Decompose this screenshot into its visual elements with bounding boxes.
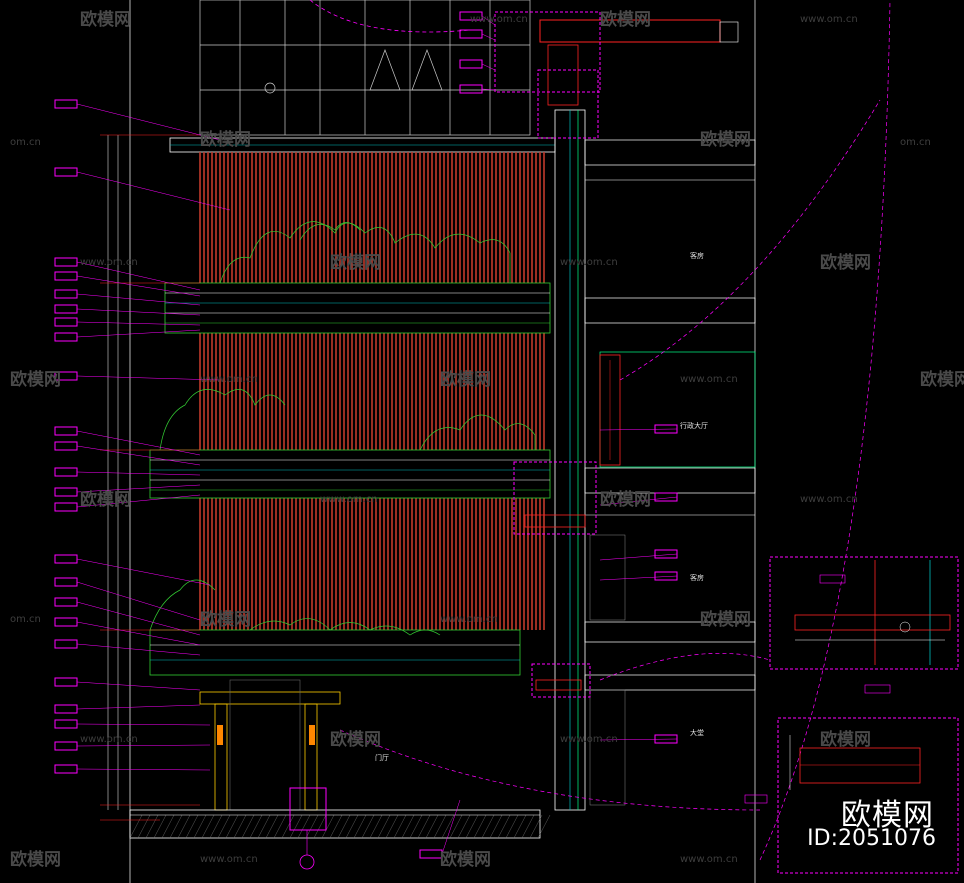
- svg-text:欧模网: 欧模网: [330, 252, 381, 273]
- svg-text:欧模网: 欧模网: [10, 849, 61, 870]
- planting: [149, 221, 536, 636]
- svg-text:www.om.cn: www.om.cn: [680, 854, 738, 865]
- svg-text:www.om.cn: www.om.cn: [800, 14, 858, 25]
- stamp-brand: 欧模网: [841, 798, 934, 833]
- svg-text:欧模网: 欧模网: [440, 369, 491, 390]
- svg-text:www.om.cn: www.om.cn: [470, 14, 528, 25]
- svg-text:www.om.cn: www.om.cn: [200, 854, 258, 865]
- svg-text:om.cn: om.cn: [900, 137, 931, 148]
- room-label-upper: 客房: [690, 251, 704, 260]
- dimension-lines: [100, 134, 200, 821]
- watermark-layer: 欧模网 www.om.cn www.om.cn 欧模网 欧模网 欧模网 om.c…: [10, 9, 964, 870]
- svg-text:om.cn: om.cn: [10, 137, 41, 148]
- svg-text:欧模网: 欧模网: [600, 9, 651, 30]
- detail-inset-2: [744, 717, 959, 874]
- upper-facade: [199, 0, 531, 136]
- svg-text:欧模网: 欧模网: [820, 252, 871, 273]
- svg-text:欧模网: 欧模网: [600, 489, 651, 510]
- svg-text:欧模网: 欧模网: [700, 609, 751, 630]
- room-label-lobby: 大堂: [690, 728, 704, 737]
- svg-text:欧模网: 欧模网: [200, 609, 251, 630]
- svg-text:欧模网: 欧模网: [10, 369, 61, 390]
- room-label-hall: 行政大厅: [680, 421, 708, 430]
- svg-text:www.om.cn: www.om.cn: [800, 494, 858, 505]
- svg-text:www.om.cn: www.om.cn: [560, 734, 618, 745]
- annotation-tags-left: [54, 99, 231, 774]
- svg-text:欧模网: 欧模网: [440, 849, 491, 870]
- svg-text:欧模网: 欧模网: [330, 729, 381, 750]
- svg-text:www.om.cn: www.om.cn: [440, 614, 498, 625]
- svg-text:om.cn: om.cn: [10, 614, 41, 625]
- section-marker: [299, 854, 315, 870]
- ground-slab: [129, 809, 551, 839]
- svg-text:www.om.cn: www.om.cn: [680, 374, 738, 385]
- detail-callouts: [289, 11, 601, 831]
- room-label-entry: 门厅: [375, 753, 389, 762]
- svg-text:欧模网: 欧模网: [920, 369, 964, 390]
- svg-text:www.om.cn: www.om.cn: [560, 257, 618, 268]
- timber-screen-fins: [199, 152, 545, 630]
- svg-text:欧模网: 欧模网: [200, 129, 251, 150]
- detail-inset-1: [769, 556, 959, 694]
- room-label-mid: 客房: [690, 573, 704, 582]
- planter-ledges: [149, 282, 551, 676]
- annotation-tags-right: [419, 11, 678, 859]
- svg-text:www.om.cn: www.om.cn: [80, 734, 138, 745]
- svg-text:欧模网: 欧模网: [80, 489, 131, 510]
- entrance-frame: [199, 679, 341, 811]
- stamp-id: ID:2051076: [807, 826, 936, 851]
- svg-text:欧模网: 欧模网: [80, 9, 131, 30]
- svg-text:www.om.cn: www.om.cn: [80, 257, 138, 268]
- svg-text:欧模网: 欧模网: [700, 129, 751, 150]
- svg-text:欧模网: 欧模网: [820, 729, 871, 750]
- building-section: [524, 19, 756, 811]
- svg-text:www.om.cn: www.om.cn: [320, 494, 378, 505]
- svg-text:www.om.cn: www.om.cn: [200, 374, 258, 385]
